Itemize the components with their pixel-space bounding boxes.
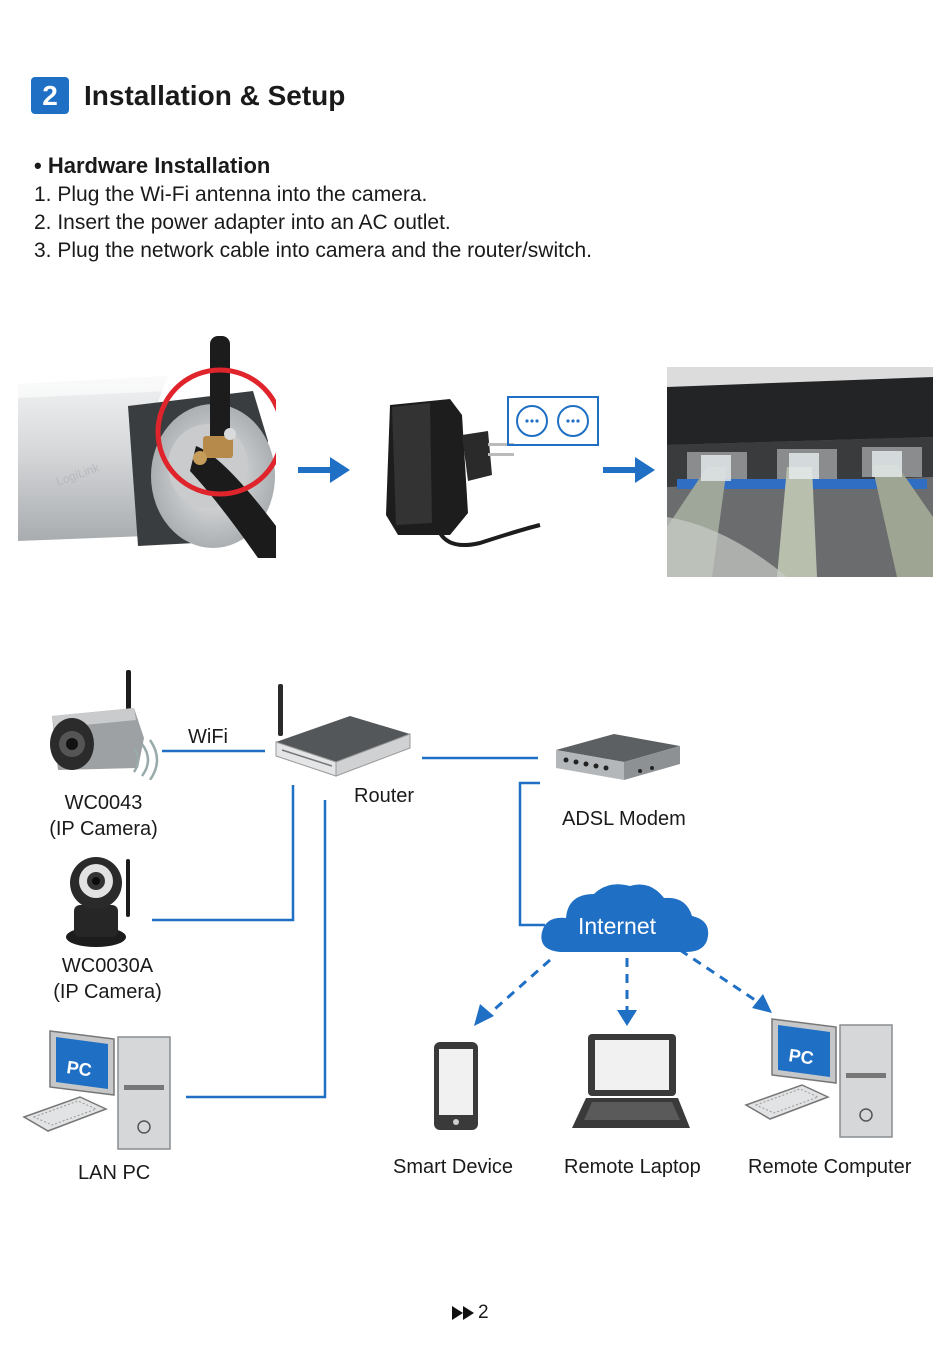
adsl-modem-label: ADSL Modem (562, 808, 686, 830)
router-ports-photo (667, 367, 933, 577)
router-label: Router (354, 785, 415, 807)
camera-model: WC0043 (64, 792, 143, 814)
smart-device-label: Smart Device (393, 1156, 514, 1178)
router-lanpc-line (186, 800, 327, 1099)
internet-label: Internet (578, 913, 656, 939)
ip-camera-wc0030a-icon (66, 857, 130, 947)
remote-laptop-icon (572, 1034, 690, 1128)
arrowhead (752, 994, 772, 1013)
internet-smartdevice-line (487, 958, 551, 1017)
camera-type: (IP Camera) (53, 981, 162, 1003)
camera-type: (IP Camera) (49, 818, 158, 840)
pc-screen-text: PC (787, 1045, 815, 1068)
internet-cloud-icon (541, 884, 709, 952)
page-number: 2 (452, 1302, 489, 1324)
power-adapter-photo (386, 396, 599, 547)
wifi-label: WiFi (188, 726, 228, 748)
step-item: 1. Plug the Wi-Fi antenna into the camer… (34, 183, 428, 206)
lan-pc-icon: PC (22, 1030, 171, 1150)
router-camera2-line (152, 785, 295, 922)
smart-device-icon (434, 1042, 478, 1130)
double-triangle-icon (452, 1306, 474, 1320)
router-icon (275, 684, 411, 777)
arrowhead (617, 1010, 637, 1026)
camera-antenna-photo: LogiLink (18, 336, 276, 558)
arrow-right-icon (298, 457, 350, 483)
step-item: 2. Insert the power adapter into an AC o… (34, 211, 451, 234)
camera-wc0030a-label: WC0030A (IP Camera) (40, 953, 175, 1005)
arrow-right-icon (603, 457, 655, 483)
pc-screen-text: PC (65, 1057, 93, 1080)
section-number-badge: 2 (31, 77, 69, 114)
hardware-installation-heading: • Hardware Installation (34, 153, 271, 178)
ip-camera-wc0043-icon (50, 670, 159, 780)
remote-computer-icon: PC (744, 1018, 893, 1138)
step-item: 3. Plug the network cable into camera an… (34, 239, 592, 262)
installation-steps: 1. Plug the Wi-Fi antenna into the camer… (34, 181, 592, 265)
camera-wc0043-label: WC0043 (IP Camera) (36, 790, 171, 842)
arrowhead (474, 1004, 494, 1026)
camera-model: WC0030A (61, 955, 154, 977)
lan-pc-label: LAN PC (78, 1162, 151, 1184)
section-title: Installation & Setup (84, 80, 346, 111)
remote-computer-label: Remote Computer (748, 1156, 912, 1178)
modem-internet-line (518, 781, 545, 927)
page-number-text: 2 (478, 1302, 489, 1323)
adsl-modem-icon (556, 734, 680, 780)
remote-laptop-label: Remote Laptop (564, 1156, 701, 1178)
